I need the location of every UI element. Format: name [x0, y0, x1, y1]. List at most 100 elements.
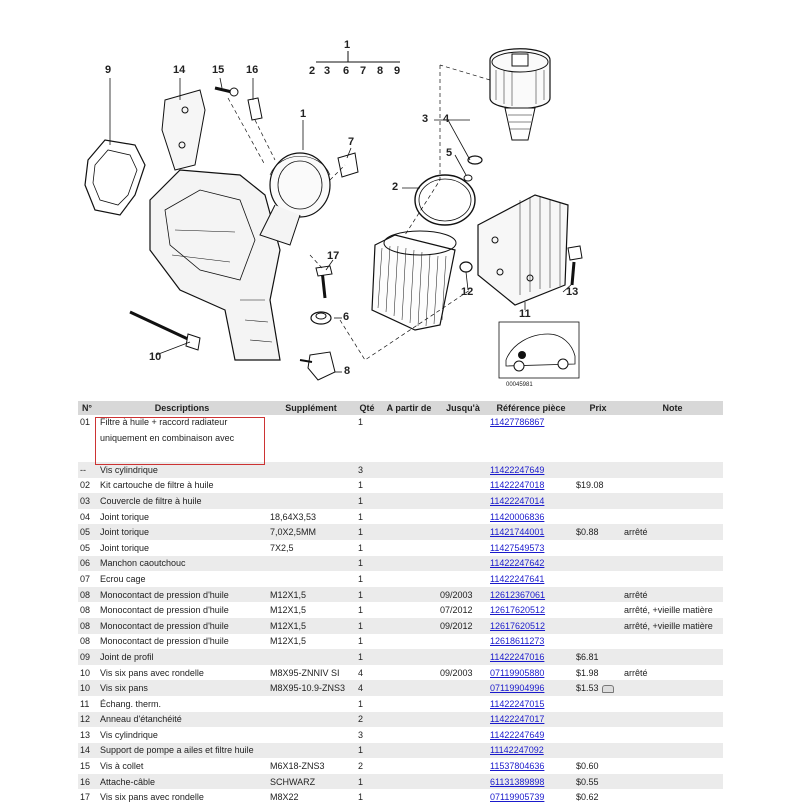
part-number-link[interactable]: 11427549573	[490, 542, 545, 553]
part-number-link[interactable]: 12617620512	[490, 620, 546, 631]
part-number-link[interactable]: 11421744001	[490, 527, 545, 538]
cell-until	[438, 696, 488, 712]
part-number-link[interactable]: 11420006836	[490, 511, 545, 522]
callout-4: 4	[443, 113, 450, 125]
cell-no: 14	[78, 742, 96, 759]
part-number-link[interactable]: 11422247015	[490, 698, 545, 709]
cell-from	[380, 415, 438, 462]
cell-price: $19.08	[574, 478, 622, 494]
callout-13: 13	[566, 286, 579, 298]
cell-ref: 11427786867	[488, 415, 574, 462]
cell-qty: 1	[354, 773, 380, 790]
cell-no: 10	[78, 680, 96, 696]
cell-ref: 07119905880	[488, 665, 574, 681]
callout-9: 9	[105, 64, 112, 76]
part-number-link[interactable]: 11422247641	[490, 573, 545, 584]
cell-qty: 1	[358, 542, 364, 553]
cell-until: 09/2012	[438, 617, 488, 634]
part-number-link[interactable]: 11422247016	[490, 651, 545, 662]
cell-desc: Vis six pans	[96, 680, 268, 696]
cell-supp	[268, 462, 354, 478]
cell-ref: 07119904996	[488, 680, 574, 696]
cell-qty: 1	[354, 617, 380, 634]
cell-qty: 1	[354, 649, 380, 665]
cell-price: $0.55	[574, 773, 622, 790]
cell-price	[574, 696, 622, 712]
cell-until	[438, 415, 488, 462]
part-number-link[interactable]: 11422247642	[490, 558, 545, 569]
cell-desc: Vis six pans avec rondelle	[100, 667, 204, 678]
cell-until	[438, 540, 488, 556]
cell-qty: 1	[358, 480, 364, 491]
cell-desc: Attache-câble	[96, 773, 268, 790]
cell-desc: Vis à collet	[100, 761, 144, 772]
part-number-link[interactable]: 11422247017	[490, 714, 545, 725]
part-number-link[interactable]: 12617620512	[490, 605, 546, 616]
cell-no: 17	[80, 792, 91, 803]
cell-desc: Vis cylindrique	[100, 729, 158, 740]
cell-from	[380, 571, 438, 587]
cell-qty: 3	[354, 462, 380, 478]
callout-1-top: 1	[344, 39, 351, 51]
part-number-link[interactable]: 11142247092	[490, 745, 544, 756]
cell-desc: Joint de profil	[96, 649, 268, 665]
cell-no: 11	[80, 698, 90, 709]
cell-price	[574, 571, 622, 587]
part-number-link[interactable]: 11427786867	[490, 417, 545, 427]
cell-from	[380, 555, 438, 572]
callout-11: 11	[519, 308, 531, 320]
cell-ref: 12612367061	[488, 586, 574, 603]
part-number-link[interactable]: 07119905880	[490, 667, 545, 678]
cell-note	[622, 789, 723, 805]
cell-from	[380, 696, 438, 712]
cell-supp	[268, 711, 354, 728]
cell-note	[622, 540, 723, 556]
cell-qty: 1	[354, 555, 380, 572]
cell-no: 09	[78, 649, 96, 665]
callout-group-3: 3	[324, 65, 331, 77]
part-number-link[interactable]: 07119904996	[490, 683, 545, 694]
cell-no: --	[78, 462, 96, 478]
cell-ref: 11427549573	[488, 540, 574, 556]
cell-supp: 7X2,5	[270, 542, 294, 553]
cell-price: $6.81	[574, 649, 622, 665]
callout-15: 15	[212, 64, 225, 76]
cell-qty: 1	[354, 742, 380, 759]
cell-until	[438, 742, 488, 759]
cell-no: 08	[78, 617, 96, 634]
cell-note: arrêté	[622, 524, 723, 540]
part-number-link[interactable]: 12612367061	[490, 589, 546, 600]
cell-from	[380, 742, 438, 759]
cell-supp: M12X1,5	[270, 636, 307, 647]
part-number-link[interactable]: 11422247649	[490, 729, 545, 740]
col-header-from: A partir de	[380, 401, 438, 415]
cell-ref: 11422247016	[488, 649, 574, 665]
cell-supp	[268, 742, 354, 759]
cell-note	[622, 742, 723, 759]
car-icon[interactable]	[601, 684, 614, 693]
part-number-link[interactable]: 11422247018	[490, 480, 545, 491]
cell-ref: 11422247649	[488, 727, 574, 743]
part-number-link[interactable]: 11537804636	[490, 761, 545, 772]
part-number-link[interactable]: 07119905739	[490, 792, 545, 803]
table-header-row: N° Descriptions Supplément Qté A partir …	[78, 401, 723, 415]
col-header-until: Jusqu'à	[438, 401, 488, 415]
part-number-link[interactable]: 12618611273	[490, 636, 545, 647]
part-number-link[interactable]: 11422247649	[490, 464, 545, 475]
part-number-link[interactable]: 61131389898	[490, 776, 545, 787]
cell-from	[380, 758, 438, 774]
cell-no: 08	[80, 605, 91, 616]
cell-supp	[268, 415, 354, 462]
part-number-link[interactable]: 11422247014	[490, 495, 545, 506]
cell-desc: Anneau d'étanchéité	[96, 711, 268, 728]
cell-no: 08	[80, 636, 91, 647]
callout-14: 14	[173, 64, 186, 76]
callout-17: 17	[327, 250, 340, 262]
cell-ref: 11422247015	[488, 696, 574, 712]
cell-supp: M12X1,5	[268, 617, 354, 634]
cell-until	[438, 711, 488, 728]
